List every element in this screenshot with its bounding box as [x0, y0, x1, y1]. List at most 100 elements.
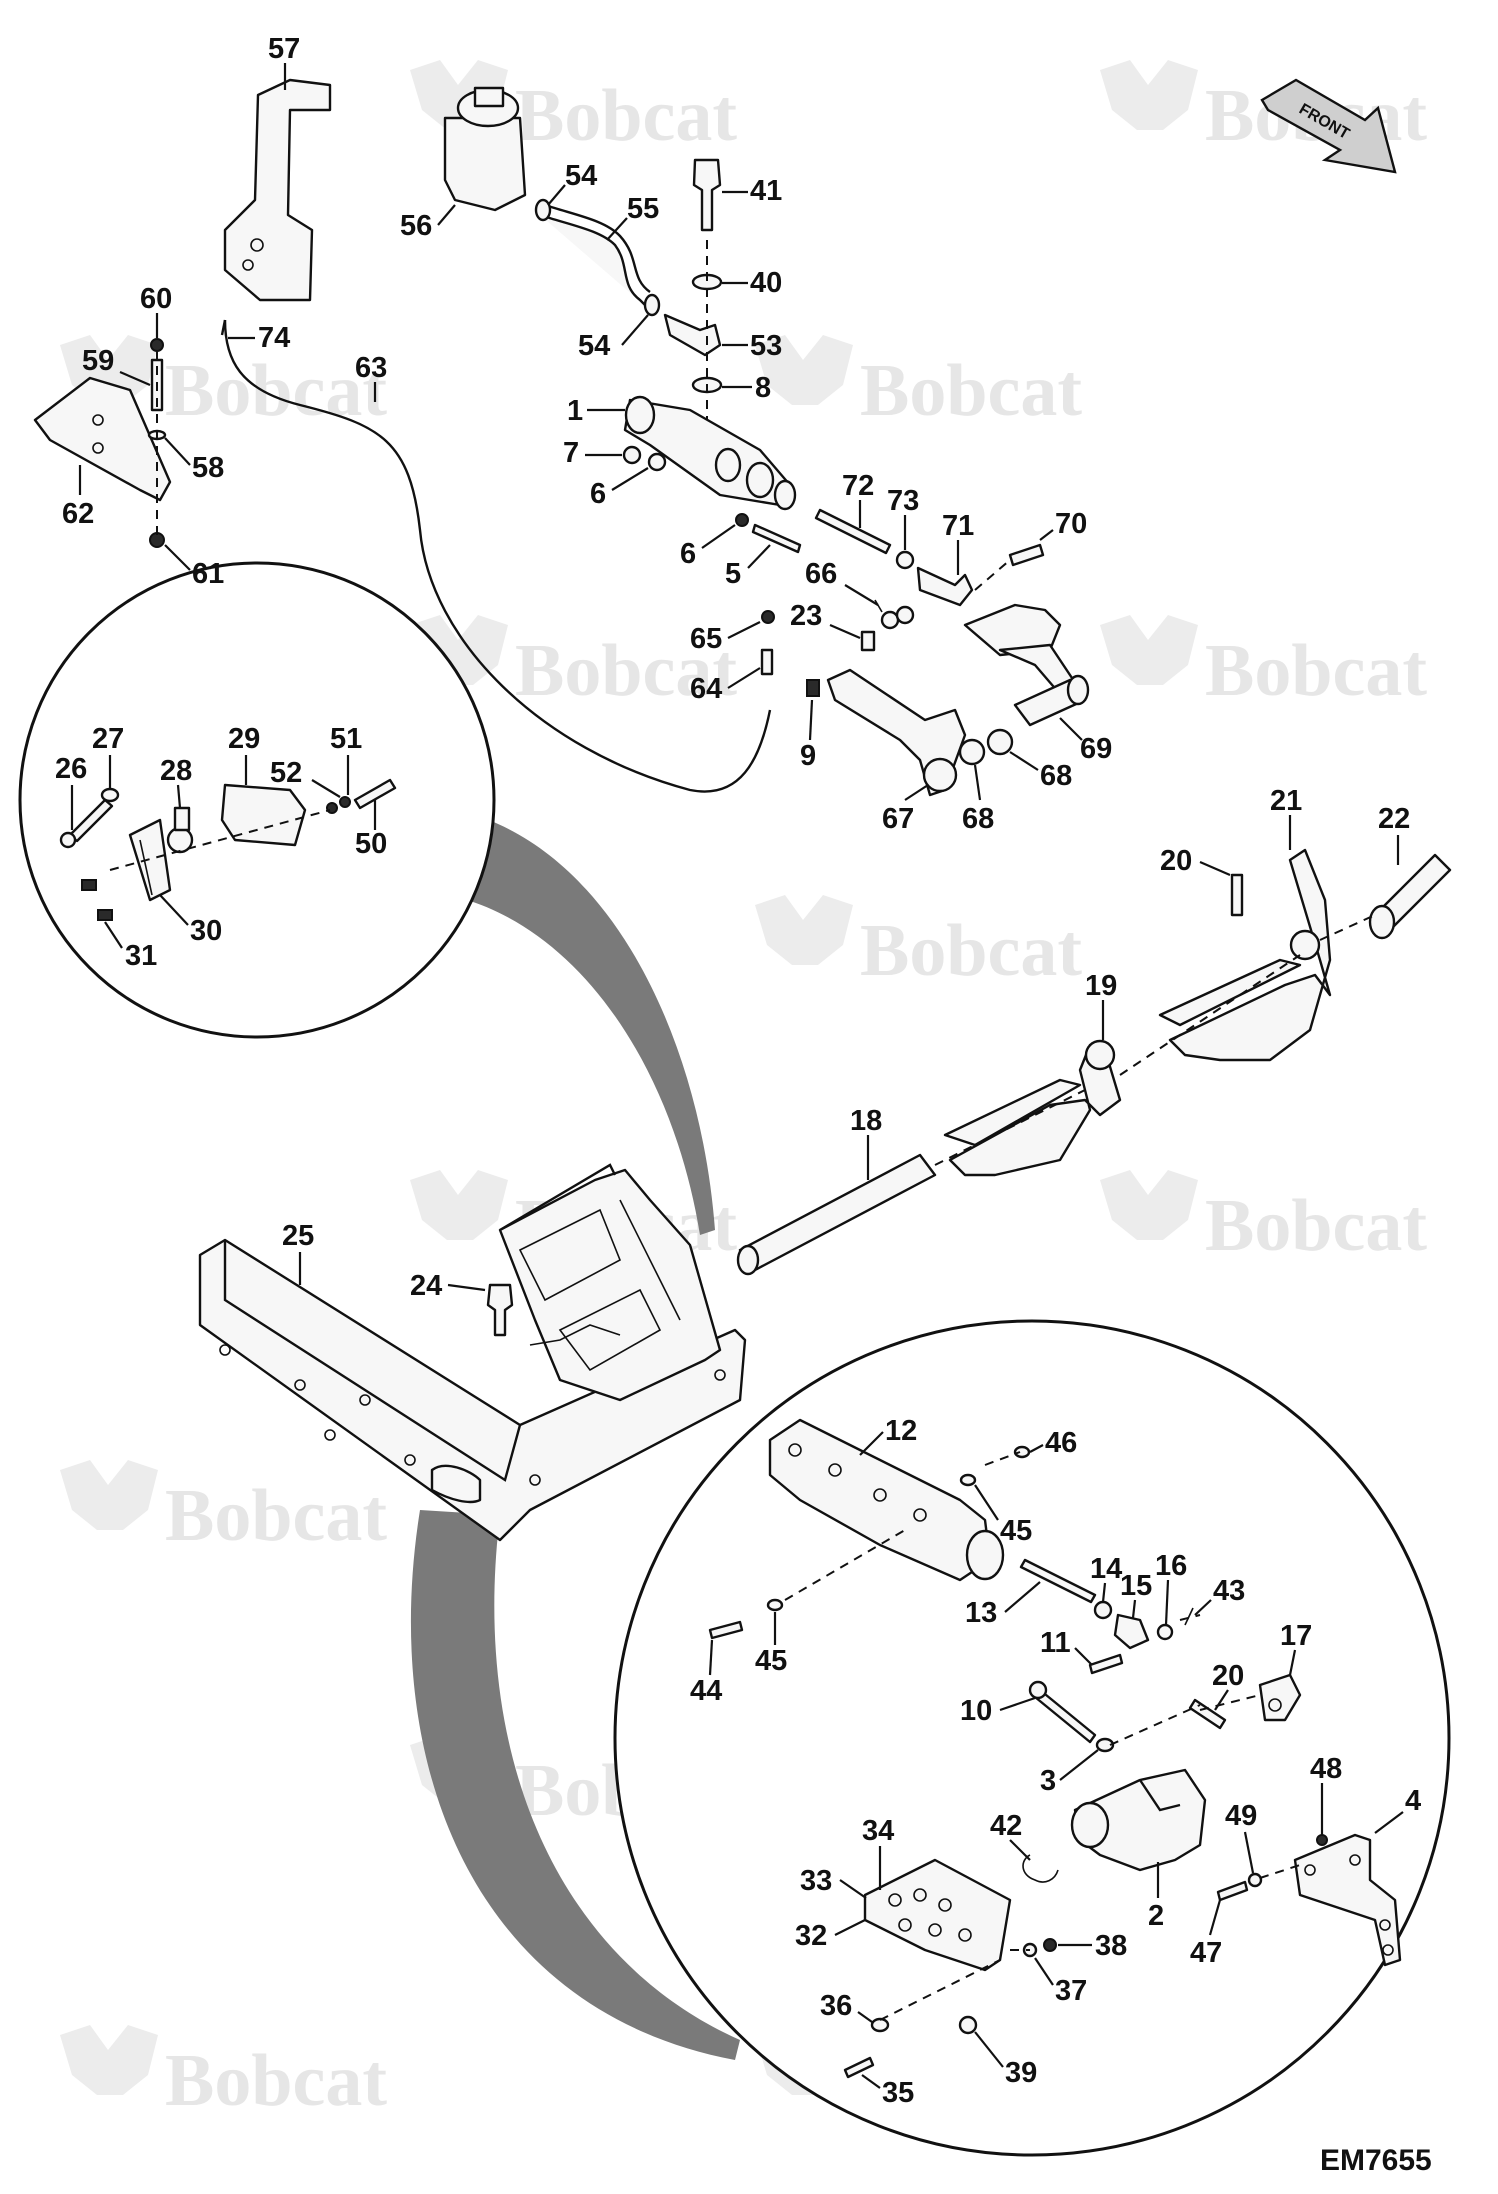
- callout-68: 68: [1040, 760, 1072, 792]
- front-arrow-icon: [1260, 78, 1397, 174]
- bracket-hole: [92, 442, 104, 454]
- plate-hole: [888, 1893, 902, 1907]
- valve-port: [873, 1488, 887, 1502]
- watermark-text: Bobcat: [165, 2040, 387, 2122]
- callout-17: 17: [1280, 1620, 1312, 1652]
- brake-master-cylinder-assembly: [443, 86, 802, 554]
- callout-49: 49: [1225, 1800, 1257, 1832]
- leader-line: [857, 2011, 873, 2023]
- switch-24: [486, 1283, 514, 1337]
- watermark-row-1: Bobcat Bobcat: [410, 60, 1427, 157]
- callout-31: 31: [125, 940, 157, 972]
- assembly-axis: [1259, 1864, 1301, 1879]
- spring-23: [860, 630, 876, 652]
- callout-46: 46: [1045, 1427, 1077, 1459]
- nut-31: [97, 909, 113, 921]
- callout-6: 6: [680, 538, 696, 570]
- tower-panel: [518, 1208, 622, 1302]
- callout-55: 55: [627, 193, 659, 225]
- nut-14: [1093, 1600, 1113, 1620]
- leader-line: [844, 584, 879, 606]
- washer-68: [986, 728, 1014, 756]
- callout-60: 60: [140, 283, 172, 315]
- leader-line: [974, 1484, 999, 1521]
- plate-hole: [938, 1898, 952, 1912]
- pushrod-72: [814, 508, 892, 555]
- bolt-5: [751, 523, 802, 554]
- pedal-21-plate: [1158, 958, 1302, 1027]
- callout-54: 54: [565, 160, 597, 192]
- callout-19: 19: [1085, 970, 1117, 1002]
- bolt-47: [1216, 1880, 1249, 1902]
- leader-line: [437, 204, 456, 226]
- shaft-18-end: [736, 1244, 760, 1276]
- fitting-53: [663, 313, 722, 357]
- leader-line: [839, 1879, 867, 1899]
- callout-7: 7: [563, 437, 579, 469]
- assembly-axis: [1179, 1614, 1201, 1621]
- bracket-4-hole: [1379, 1919, 1391, 1931]
- callout-5: 5: [725, 558, 741, 590]
- callout-20: 20: [1212, 1660, 1244, 1692]
- callout-33: 33: [800, 1865, 832, 1897]
- pedal-19-hub: [1084, 1039, 1116, 1071]
- callout-10: 10: [960, 1695, 992, 1727]
- cotter-66: [874, 599, 883, 613]
- frame-assembly: [198, 1163, 747, 1542]
- clevis-71: [916, 566, 974, 607]
- callout-34: 34: [862, 1815, 894, 1847]
- bolt-35: [843, 2056, 875, 2079]
- hose-55: [539, 213, 651, 311]
- bolt-41: [692, 158, 722, 232]
- handle-hole: [250, 238, 264, 252]
- callout-21: 21: [1270, 785, 1302, 817]
- leader-line: [701, 524, 736, 549]
- leader-line: [311, 779, 341, 798]
- tower-strut: [619, 1199, 681, 1321]
- callout-20: 20: [1160, 845, 1192, 877]
- bolt-10-head: [1028, 1680, 1048, 1700]
- frame-hole: [219, 1344, 231, 1356]
- washer-52: [339, 796, 351, 808]
- leader-line: [104, 921, 123, 949]
- roller-22-end: [1368, 904, 1396, 940]
- pin-70: [1008, 543, 1045, 567]
- callout-27: 27: [92, 723, 124, 755]
- rod-13: [1019, 1558, 1097, 1604]
- leader-line: [1004, 1581, 1041, 1613]
- bobcat-logo-icon: [1100, 615, 1198, 685]
- callout-58: 58: [192, 452, 224, 484]
- leader-line: [176, 784, 182, 809]
- nut-60: [150, 338, 164, 352]
- callout-24: 24: [410, 1270, 442, 1302]
- housing-2-bore: [1070, 1801, 1110, 1849]
- leader-line: [1199, 860, 1231, 877]
- valve-port: [828, 1463, 842, 1477]
- shaft-69-end: [1066, 674, 1090, 706]
- callout-29: 29: [228, 723, 260, 755]
- callout-2: 2: [1148, 1900, 1164, 1932]
- assembly-axis: [1319, 914, 1376, 941]
- frame-hole: [529, 1474, 541, 1486]
- spring-9: [806, 679, 820, 697]
- nut-46: [1013, 1445, 1031, 1459]
- leader-line: [1194, 1599, 1212, 1616]
- brake-pedal-lever-assembly: [806, 599, 1090, 797]
- arm-17-hole: [1268, 1698, 1282, 1712]
- watermark-text: Bobcat: [860, 350, 1082, 432]
- cable-74: [223, 319, 772, 793]
- washer-3: [1095, 1737, 1115, 1753]
- reservoir-56: [443, 116, 527, 212]
- pedal-21-hub: [1289, 929, 1321, 961]
- bracket-30-edge: [139, 839, 153, 896]
- bracket-4: [1293, 1833, 1402, 1967]
- bolt-44: [708, 1620, 744, 1640]
- callout-61: 61: [192, 558, 224, 590]
- bobcat-logo-icon: [1100, 60, 1198, 130]
- handle-hole: [242, 259, 254, 271]
- leader-line: [727, 667, 761, 689]
- leader-line: [904, 784, 929, 801]
- plate-hole: [928, 1923, 942, 1937]
- switch-detail-parts: [59, 778, 397, 921]
- leader-line: [1374, 1811, 1404, 1834]
